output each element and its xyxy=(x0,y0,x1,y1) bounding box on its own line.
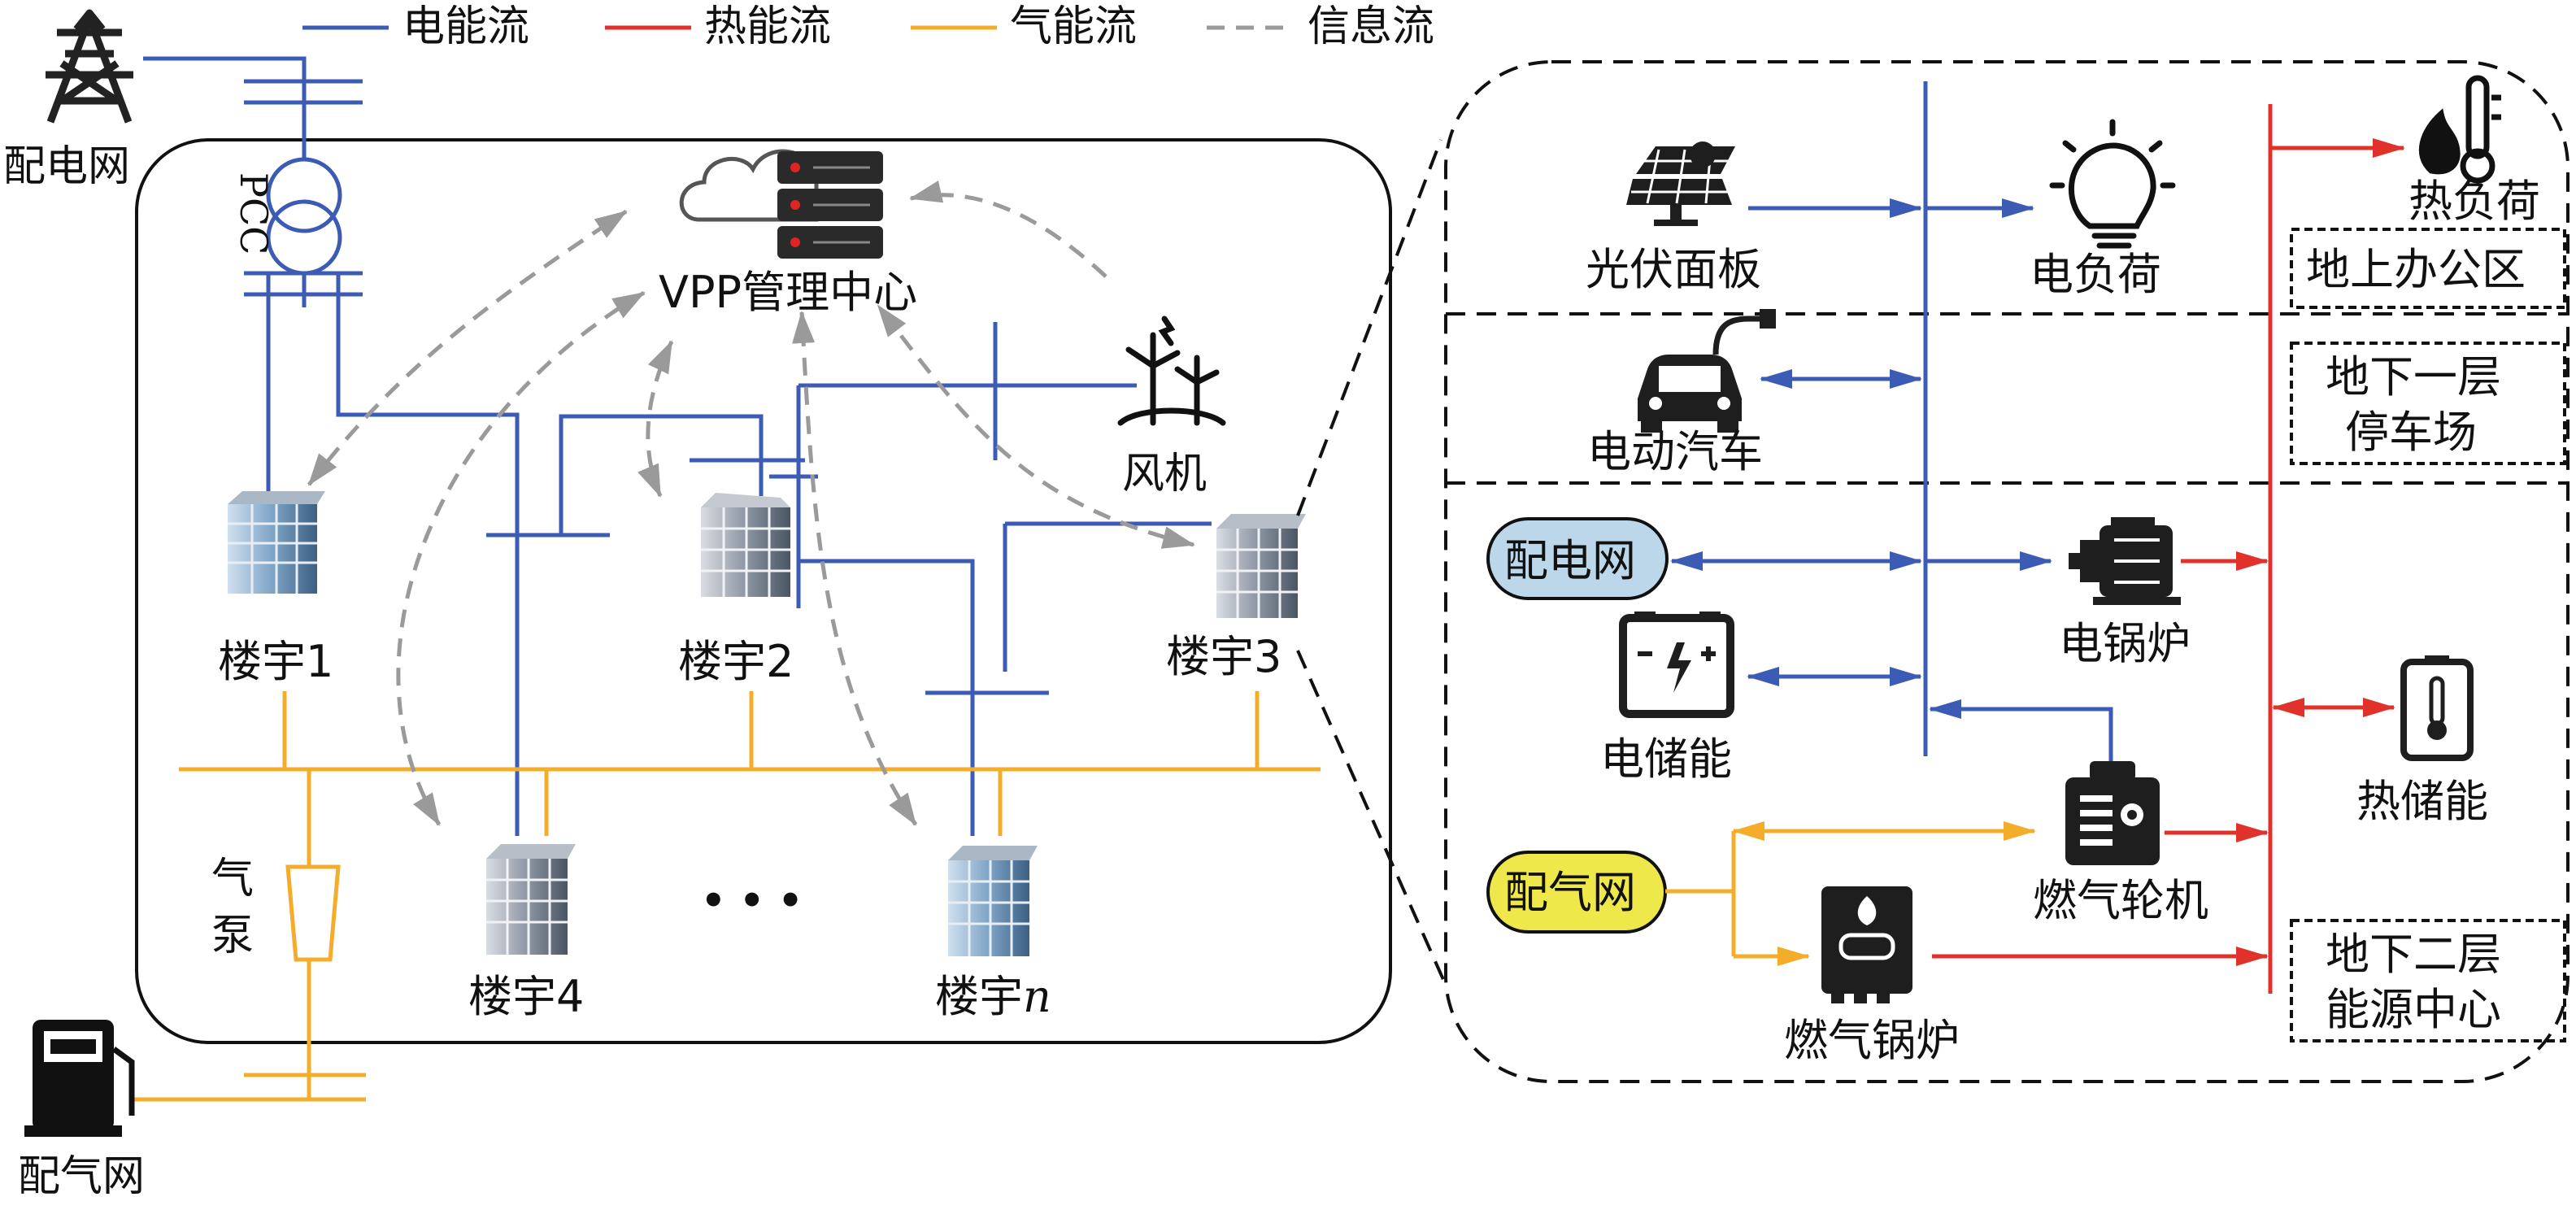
building-3-label: 楼宇3 xyxy=(1166,631,1281,682)
heat-storage-icon xyxy=(2400,655,2474,761)
gas-boiler-icon xyxy=(1821,886,1912,1003)
legend-gas-label: 气能流 xyxy=(1010,2,1137,51)
building-1-icon xyxy=(228,491,325,594)
heat-load-label: 热负荷 xyxy=(2408,176,2540,227)
building-n-label: 楼宇n xyxy=(935,971,1051,1022)
grid-pill-label: 配电网 xyxy=(1504,535,1636,586)
zone-parking-box xyxy=(2290,342,2566,465)
building3-detail-boundary xyxy=(1444,60,2569,1083)
zone-energy-label-2: 能源中心 xyxy=(2326,984,2501,1035)
heat-load-icon xyxy=(2418,75,2501,184)
light-bulb-icon xyxy=(2049,119,2176,249)
pcc-label: PCC xyxy=(232,172,276,255)
wind-turbine-icon xyxy=(1117,316,1226,426)
left-gas-grid-label: 配气网 xyxy=(18,1152,145,1201)
left-electric-network xyxy=(143,56,1212,836)
building-1-label: 楼宇1 xyxy=(218,636,333,687)
battery-label: 电储能 xyxy=(1600,733,1732,785)
vpp-boundary xyxy=(135,138,1392,1044)
zone-office-box xyxy=(2290,228,2566,309)
pump-label-2: 泵 xyxy=(211,912,254,960)
building-3-icon xyxy=(1216,514,1306,618)
zone-energy-label-1: 地下二层 xyxy=(2326,929,2501,980)
elec-load-label: 电负荷 xyxy=(2030,249,2161,300)
pump-label-1: 气 xyxy=(211,855,254,903)
wind-label: 风机 xyxy=(1122,450,1207,498)
heat-storage-label: 热储能 xyxy=(2356,776,2488,827)
zone-parking-label-1: 地下一层 xyxy=(2326,351,2501,403)
gas-turbine-label: 燃气轮机 xyxy=(2033,875,2208,926)
legend: 电能流 热能流 气能流 信息流 xyxy=(302,2,1434,51)
solar-panel-icon xyxy=(1626,141,1735,226)
building-4-label: 楼宇4 xyxy=(468,971,584,1022)
gas-pump-icon xyxy=(24,1020,135,1137)
building-2-icon xyxy=(701,493,790,597)
left-gas-network xyxy=(132,691,1321,1102)
gas-turbine-icon xyxy=(2065,761,2160,865)
turbine-to-bus-arrow xyxy=(1929,699,2113,761)
electric-boiler-icon xyxy=(2069,517,2181,605)
building-n-prefix: 楼宇 xyxy=(935,971,1023,1022)
legend-info-label: 信息流 xyxy=(1308,2,1434,51)
elec-boiler-label: 电锅炉 xyxy=(2059,618,2191,669)
building-ellipsis: • • • xyxy=(701,878,803,924)
gas-boiler-label: 燃气锅炉 xyxy=(1784,1015,1960,1066)
electric-car-icon xyxy=(1638,309,1776,433)
legend-heat-label: 热能流 xyxy=(704,2,831,51)
ev-label: 电动汽车 xyxy=(1587,426,1763,477)
zone-dividers xyxy=(1446,312,2568,485)
battery-icon xyxy=(1619,612,1734,718)
gas-pill-label: 配气网 xyxy=(1504,867,1636,918)
info-flow-arrows xyxy=(307,181,1195,826)
vpp-server-icon xyxy=(679,149,883,259)
gas-distribution xyxy=(1665,831,1736,956)
zone-parking-label-2: 停车场 xyxy=(2345,407,2477,458)
left-grid-label: 配电网 xyxy=(3,142,130,191)
pv-label: 光伏面板 xyxy=(1586,244,1761,295)
building-n-var: n xyxy=(1023,971,1051,1022)
zone-energy-box xyxy=(2290,919,2566,1042)
building-2-label: 楼宇2 xyxy=(678,636,794,687)
building-n-icon xyxy=(948,846,1038,956)
zone-office-label: 地上办公区 xyxy=(2306,244,2526,295)
vpp-label: VPP管理中心 xyxy=(659,267,917,318)
building-4-icon xyxy=(486,844,576,955)
transmission-tower-icon xyxy=(46,9,133,124)
legend-electric-label: 电能流 xyxy=(402,2,529,51)
zoom-connector xyxy=(1296,139,1449,990)
grid-pill xyxy=(1486,517,1669,600)
